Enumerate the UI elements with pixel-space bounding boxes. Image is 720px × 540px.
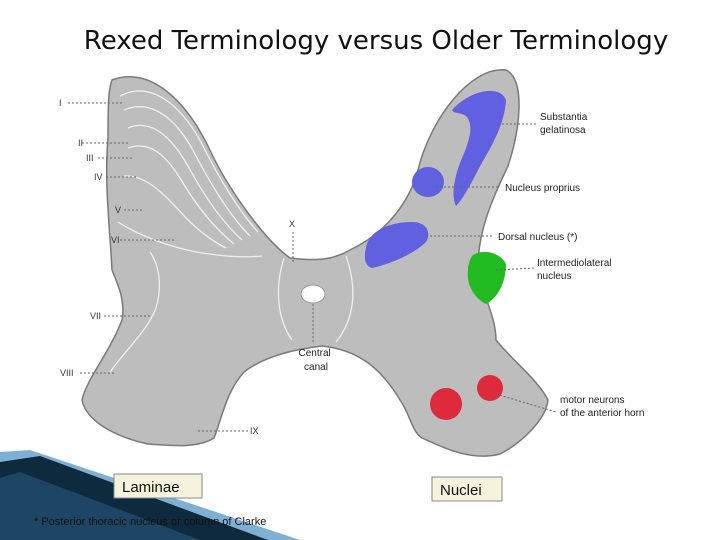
substantia-gelatinosa-label: Substantia gelatinosa xyxy=(540,112,590,136)
central-canal xyxy=(300,284,326,304)
label-line: canal xyxy=(304,362,328,373)
lamina-boundary xyxy=(119,90,259,233)
lamina-label: IV xyxy=(94,172,103,182)
lamina-boundary xyxy=(277,257,293,341)
lamina-label: III xyxy=(86,153,94,163)
nucleus-leaders xyxy=(426,123,557,413)
footnote: * Posterior thoracic nucleus or column o… xyxy=(34,516,266,528)
lamina-boundary xyxy=(117,221,263,258)
motor-neuron-nucleus xyxy=(430,388,462,420)
motor-neuron-nucleus xyxy=(477,375,503,401)
dorsal-nucleus xyxy=(364,222,429,268)
lamina-label: II xyxy=(78,138,83,148)
intermediolateral-nucleus-label: Intermediolateral nucleus xyxy=(537,258,614,282)
lamina-label: I xyxy=(59,98,62,108)
nucleus-proprius-nucleus xyxy=(412,167,444,197)
central-canal-label: Central canal xyxy=(298,348,333,373)
slide-title: Rexed Terminology versus Older Terminolo… xyxy=(83,26,669,56)
lamina-boundary xyxy=(127,145,235,245)
substantia-gelatinosa-nucleus xyxy=(452,90,506,206)
intermediolateral-nucleus xyxy=(467,251,506,304)
lamina-label: VII xyxy=(90,311,101,321)
lamina-boundary xyxy=(123,106,251,237)
label-line: Central xyxy=(298,348,330,359)
lamina-boundary xyxy=(127,124,243,241)
motor-neurons-label: motor neurons of the anterior horn xyxy=(560,395,645,419)
nuclei-box xyxy=(431,476,503,502)
lamina-label: VIII xyxy=(60,368,74,378)
lamina-label: IX xyxy=(250,426,259,436)
label-line: Intermediolateral xyxy=(537,258,611,269)
label-line: Substantia xyxy=(540,112,588,123)
label-line: motor neurons xyxy=(560,395,624,406)
nucleus-proprius-label: Nucleus proprius xyxy=(505,183,580,194)
label-line: gelatinosa xyxy=(540,125,586,136)
lamina-boundary xyxy=(109,251,161,373)
lamina-boundary xyxy=(335,255,354,343)
lamina-boundary xyxy=(123,175,227,249)
lamina-label: VI xyxy=(111,235,120,245)
lamina-boundaries xyxy=(109,90,354,373)
laminae-box-label: Laminae xyxy=(122,479,180,496)
nuclei-box-label: Nuclei xyxy=(440,482,482,499)
label-line: of the anterior horn xyxy=(560,408,645,419)
lamina-leaders xyxy=(68,102,314,432)
decorative-arrow-shape xyxy=(0,472,200,540)
label-line: nucleus xyxy=(537,271,571,282)
dorsal-nucleus-label: Dorsal nucleus (*) xyxy=(498,232,577,243)
laminae-box xyxy=(113,473,203,499)
lamina-label: X xyxy=(289,219,295,229)
leader-line xyxy=(495,393,557,413)
lamina-label: V xyxy=(115,205,121,215)
